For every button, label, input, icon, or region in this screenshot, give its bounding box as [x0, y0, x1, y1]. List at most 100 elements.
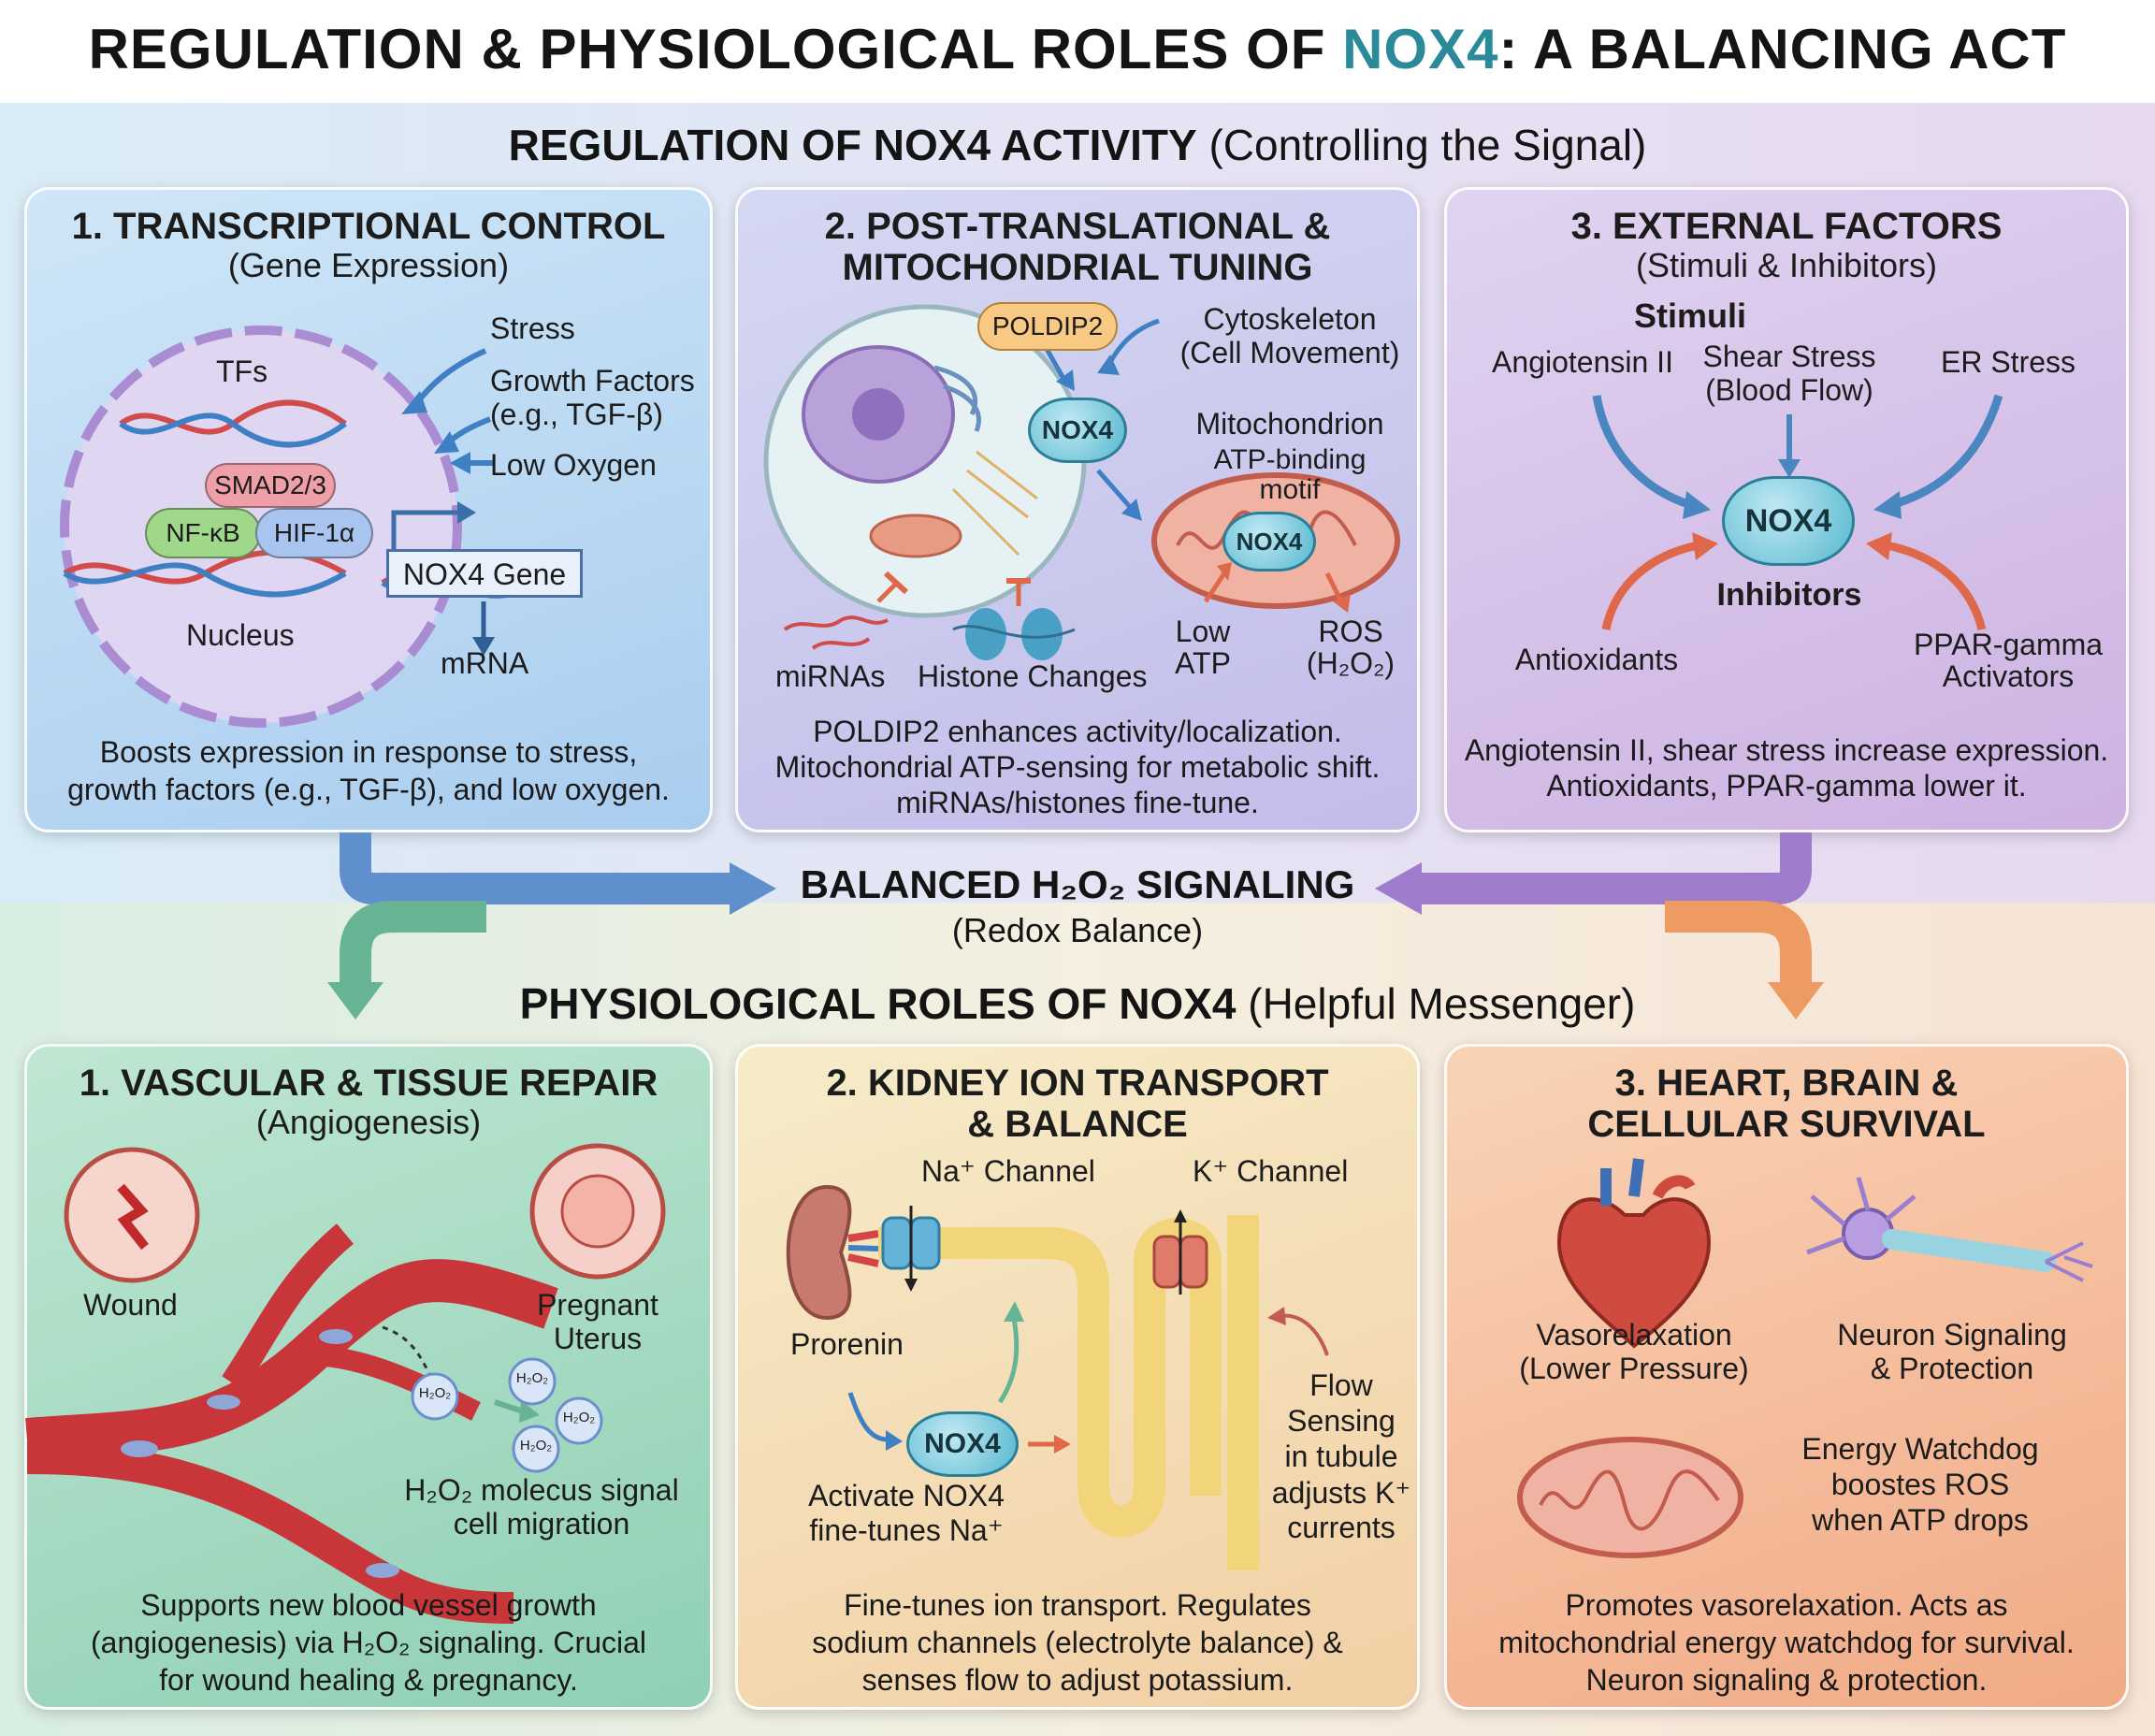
mrna-label: mRNA — [441, 646, 529, 680]
cytoskeleton-sublabel: (Cell Movement) — [1179, 336, 1400, 369]
page-title: REGULATION & PHYSIOLOGICAL ROLES OF NOX4… — [88, 18, 2067, 80]
shear-stress-sublabel: (Blood Flow) — [1705, 373, 1873, 407]
nox4-central-node: NOX4 — [1722, 476, 1855, 566]
nucleus-label: Nucleus — [186, 618, 295, 652]
h2o2-molecule-4: H₂O₂ — [519, 1438, 553, 1454]
panel-caption-line-1: Angiotensin II, shear stress increase ex… — [1464, 733, 2109, 767]
balance-flow-arrows — [327, 832, 1824, 1020]
low-atp-label: Low — [1175, 615, 1231, 648]
ros-label: ROS — [1318, 615, 1383, 648]
panel-caption-line-1: Boosts expression in response to stress, — [99, 735, 638, 769]
panel-subtitle: (Angiogenesis) — [255, 1103, 482, 1141]
panel-caption-line-1: Supports new blood vessel growth — [140, 1588, 597, 1622]
panel-caption-line-2: growth factors (e.g., TGF-β), and low ox… — [67, 773, 670, 806]
atp-drops-label: when ATP drops — [1812, 1503, 2029, 1537]
growth-factors-example: (e.g., TGF-β) — [490, 398, 663, 431]
nox4-gene-box: NOX4 Gene — [386, 549, 583, 598]
histone-label: Histone Changes — [918, 659, 1148, 693]
h2o2-signal-label: H₂O₂ molecus signal — [404, 1473, 679, 1507]
angiotensin-label: Angiotensin II — [1492, 345, 1673, 379]
panel-caption-line-2: Mitochondrial ATP-sensing for metabolic … — [774, 750, 1381, 784]
ros-sublabel: (H₂O₂) — [1306, 646, 1396, 680]
panel-caption-line-3: for wound healing & pregnancy. — [159, 1663, 578, 1697]
panel-caption-line-2: Antioxidants, PPAR-gamma lower it. — [1546, 769, 2027, 803]
shear-stress-label: Shear Stress — [1702, 340, 1876, 373]
flow-label-1: Flow — [1309, 1368, 1373, 1402]
neuron-protection-label: & Protection — [1870, 1352, 2034, 1385]
growth-factors-label: Growth Factors — [490, 364, 695, 398]
balance-subtitle: (Redox Balance) — [951, 911, 1204, 949]
nox4-cell-node: NOX4 — [1028, 398, 1127, 463]
activate-nox4-label: Activate NOX4 — [808, 1479, 1005, 1512]
stress-label: Stress — [490, 311, 575, 345]
smad-factor: SMAD2/3 — [205, 463, 336, 508]
wound-label: Wound — [83, 1288, 178, 1322]
panel-caption-line-3: Neuron signaling & protection. — [1585, 1663, 1988, 1697]
panel-post-translational: 2. POST-TRANSLATIONAL & MITOCHONDRIAL TU… — [735, 187, 1420, 832]
neuron-signaling-label: Neuron Signaling — [1837, 1318, 2067, 1352]
panel-title: 1. TRANSCRIPTIONAL CONTROL — [71, 206, 666, 247]
panel-vascular-repair: 1. VASCULAR & TISSUE REPAIR (Angiogenesi… — [24, 1044, 713, 1710]
nox4-kidney-node: NOX4 — [906, 1411, 1019, 1477]
panel-caption-line-1: Promotes vasorelaxation. Acts as — [1565, 1588, 2008, 1622]
panel-caption-line-2: (angiogenesis) via H₂O₂ signaling. Cruci… — [91, 1626, 646, 1659]
flow-label-5: currents — [1287, 1511, 1396, 1544]
panel-kidney-ion-transport: 2. KIDNEY ION TRANSPORT & BALANCE Na⁺ Ch… — [735, 1044, 1420, 1710]
panel-title: 3. EXTERNAL FACTORS — [1570, 206, 2003, 247]
poldip2-pill: POLDIP2 — [977, 302, 1118, 351]
panel-caption-line-2: sodium channels (electrolyte balance) & — [812, 1626, 1343, 1659]
h2o2-molecule-1: H₂O₂ — [418, 1385, 452, 1401]
boostes-ros-label: boostes ROS — [1830, 1468, 2010, 1501]
er-stress-label: ER Stress — [1940, 345, 2076, 379]
panel-title-line-2: CELLULAR SURVIVAL — [1587, 1104, 1986, 1145]
uterus-label: Uterus — [553, 1322, 643, 1355]
cell-migration-label: cell migration — [453, 1507, 630, 1541]
panel-external-factors: 3. EXTERNAL FACTORS (Stimuli & Inhibitor… — [1444, 187, 2129, 832]
cytoskeleton-label: Cytoskeleton — [1203, 302, 1377, 336]
low-oxygen-label: Low Oxygen — [490, 448, 657, 482]
organ-illustrations — [1517, 1158, 2093, 1558]
panel-caption-line-1: POLDIP2 enhances activity/localization. — [813, 715, 1342, 748]
nephron-illustration — [786, 1184, 1329, 1570]
blood-vessel-illustration — [25, 1143, 666, 1624]
k-channel-label: K⁺ Channel — [1193, 1154, 1349, 1188]
atp-motif-label: motif — [1259, 474, 1321, 505]
factors-arrows — [1592, 394, 2003, 631]
nox4-mito-node: NOX4 — [1222, 512, 1316, 571]
panel-subtitle: (Stimuli & Inhibitors) — [1635, 246, 1938, 284]
panel-title-line-1: 2. POST-TRANSLATIONAL & — [824, 206, 1331, 247]
hif-factor: HIF-1α — [255, 508, 373, 558]
flow-label-4: adjusts K⁺ — [1271, 1476, 1411, 1510]
panel-title-line-2: MITOCHONDRIAL TUNING — [842, 247, 1313, 288]
panel-caption-line-2: mitochondrial energy watchdog for surviv… — [1498, 1626, 2075, 1659]
prorenin-label: Prorenin — [790, 1327, 904, 1361]
na-channel-label: Na⁺ Channel — [921, 1154, 1095, 1188]
regulation-heading: REGULATION OF NOX4 ACTIVITY (Controlling… — [508, 121, 1647, 169]
flow-label-2: Sensing — [1287, 1404, 1396, 1438]
panel-transcriptional-control: 1. TRANSCRIPTIONAL CONTROL (Gene Express… — [24, 187, 713, 832]
panel-title-line-2: & BALANCE — [967, 1104, 1188, 1145]
energy-watchdog-label: Energy Watchdog — [1801, 1432, 2039, 1466]
stimuli-heading: Stimuli — [1633, 297, 1746, 335]
panel-caption-line-1: Fine-tunes ion transport. Regulates — [844, 1588, 1311, 1622]
low-atp-sublabel: ATP — [1175, 646, 1231, 680]
roles-heading: PHYSIOLOGICAL ROLES OF NOX4 (Helpful Mes… — [519, 979, 1636, 1028]
panel-caption-line-3: senses flow to adjust potassium. — [861, 1663, 1294, 1697]
inhibitors-heading: Inhibitors — [1716, 577, 1862, 613]
ppar-sublabel: Activators — [1942, 659, 2075, 693]
cell-illustration — [763, 304, 1400, 660]
tfs-label: TFs — [216, 354, 268, 388]
antioxidants-label: Antioxidants — [1514, 643, 1679, 676]
h2o2-molecule-3: H₂O₂ — [562, 1410, 596, 1425]
panel-caption-line-3: miRNAs/histones fine-tune. — [896, 786, 1259, 819]
mitochondrion-label: Mitochondrion — [1195, 407, 1384, 441]
flow-label-3: in tubule — [1284, 1439, 1398, 1473]
ppar-label: PPAR-gamma — [1913, 628, 2104, 661]
atp-binding-label: ATP-binding — [1213, 444, 1367, 475]
pregnant-label: Pregnant — [537, 1288, 658, 1322]
nfkb-factor: NF-κB — [145, 508, 261, 558]
lower-pressure-label: (Lower Pressure) — [1519, 1352, 1749, 1385]
panel-title-line-1: 2. KIDNEY ION TRANSPORT — [826, 1063, 1329, 1104]
panel-heart-brain-survival: 3. HEART, BRAIN & CELLULAR SURVIVAL Vaso… — [1444, 1044, 2129, 1710]
h2o2-molecule-2: H₂O₂ — [515, 1370, 549, 1386]
